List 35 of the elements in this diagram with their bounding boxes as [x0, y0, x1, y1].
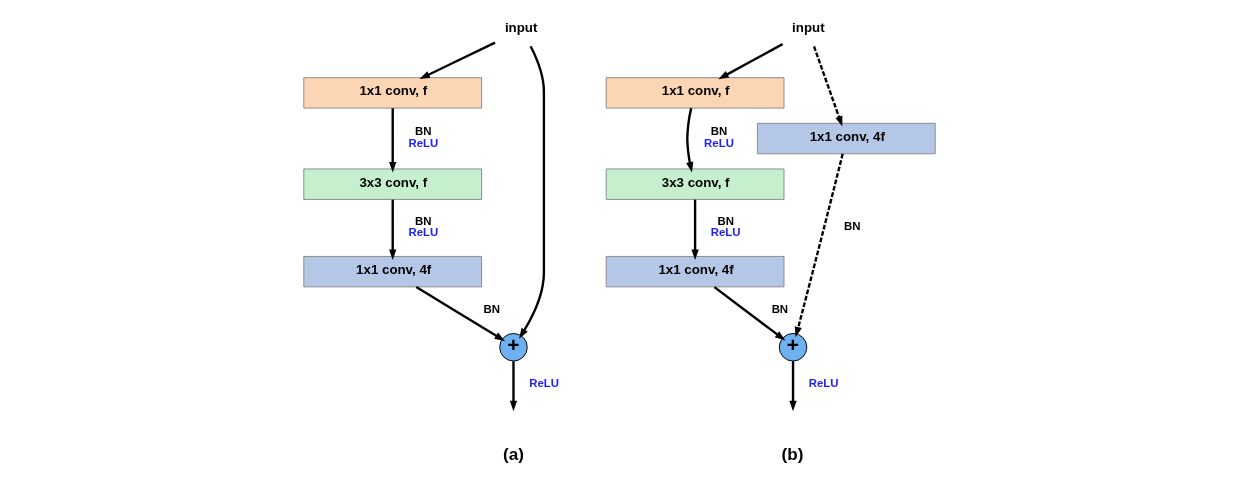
arrow: [415, 286, 505, 342]
label: (a): [502, 445, 524, 465]
arrow: [788, 361, 797, 412]
arrow: [388, 199, 396, 260]
arrow: [388, 108, 396, 173]
edge-label: BN ReLU: [710, 214, 741, 239]
arrow: [518, 45, 545, 339]
node-box: 1x1 conv, 4f: [605, 255, 784, 288]
arrow: [713, 286, 785, 341]
edge-label: ReLU: [808, 376, 839, 389]
node-box: 1x1 conv, f: [302, 77, 482, 109]
node-circle: +: [498, 333, 528, 362]
node-text: input: [791, 19, 825, 35]
arrow: [685, 107, 693, 173]
node-box: 1x1 conv, f: [605, 77, 784, 109]
edge-label: BN ReLU: [407, 125, 438, 149]
node-circle: +: [778, 333, 807, 362]
edge-label: BN ReLU: [407, 214, 438, 239]
node-text: input: [504, 19, 537, 35]
edge-label: BN ReLU: [703, 125, 734, 149]
node-box: 3x3 conv, f: [302, 168, 482, 200]
edge-label: BN: [483, 302, 500, 315]
edge-label: ReLU: [528, 376, 559, 389]
arrow: [794, 153, 844, 338]
edge-label: BN: [843, 220, 860, 233]
arrow: [812, 46, 842, 127]
arrow: [690, 199, 699, 260]
node-box: 1x1 conv, 4f: [756, 122, 936, 155]
node-box: 1x1 conv, 4f: [302, 255, 482, 288]
label: (b): [781, 445, 803, 465]
edge-label: BN: [771, 302, 788, 315]
arrow: [717, 43, 783, 80]
arrow: [418, 41, 496, 80]
node-box: 3x3 conv, f: [605, 168, 784, 200]
arrow: [509, 361, 517, 412]
